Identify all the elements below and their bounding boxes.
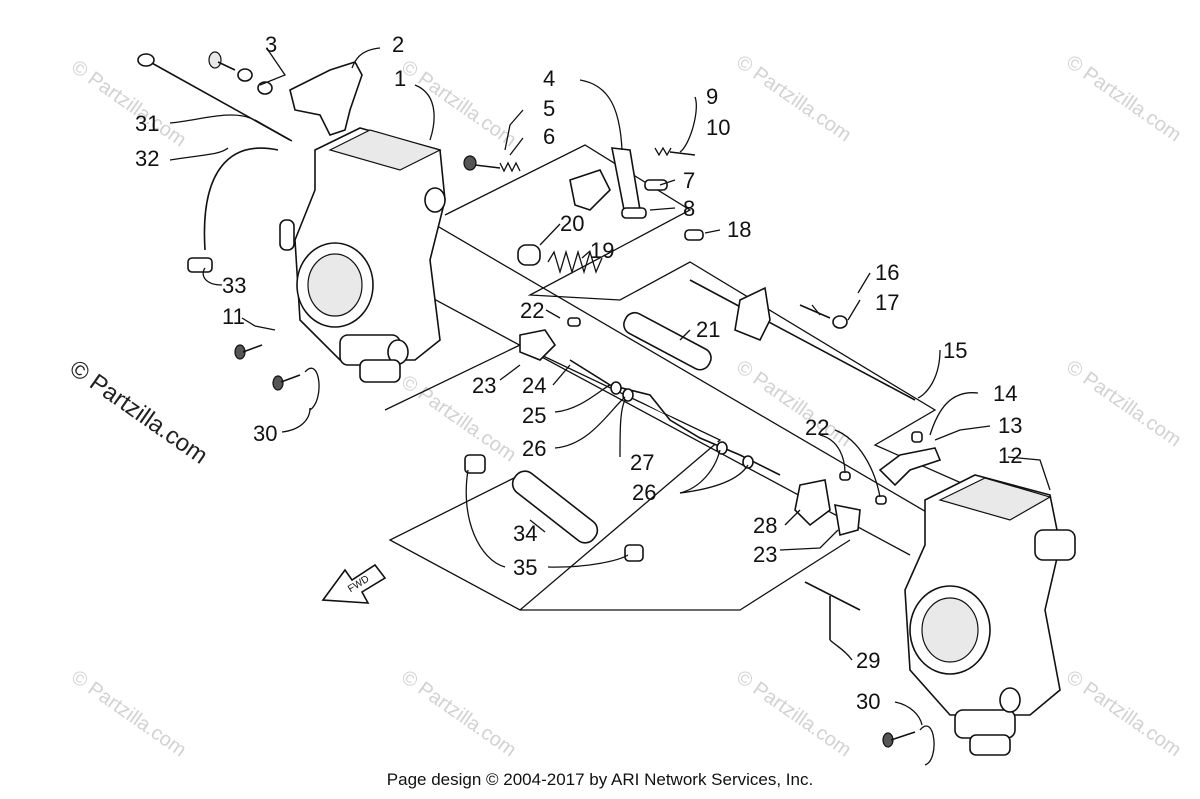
throttle-bracket	[289, 61, 363, 136]
long-screw	[137, 53, 293, 142]
callout-9: 9	[706, 84, 718, 109]
left-carburetor	[279, 127, 446, 383]
hose-with-clamps	[464, 454, 644, 562]
callout-15: 15	[943, 338, 967, 363]
callout-29: 29	[856, 648, 880, 673]
bracket-screw	[911, 431, 923, 443]
watermark: © Partzilla.com	[397, 666, 520, 761]
return-spring	[517, 244, 603, 275]
callout-34: 34	[513, 521, 537, 546]
watermark: © Partzilla.com	[1062, 51, 1185, 146]
callout-8: 8	[683, 196, 695, 221]
callout-labels: 1 2 3 4 5 6 7 8 9 10 11 12 13 14 15 16 1…	[135, 32, 1022, 714]
leader-lines	[169, 47, 1051, 726]
callout-21: 21	[696, 317, 720, 342]
fwd-arrow: FWD	[321, 563, 387, 604]
callout-18: 18	[727, 217, 751, 242]
page-footer: Page design © 2004-2017 by ARI Network S…	[386, 770, 814, 789]
watermark: © Partzilla.com	[67, 56, 190, 151]
mounting-screws	[234, 344, 935, 766]
callout-13: 13	[998, 413, 1022, 438]
callout-26b: 26	[632, 480, 656, 505]
watermark: © Partzilla.com	[397, 371, 520, 466]
callout-26a: 26	[522, 436, 546, 461]
callout-31: 31	[135, 111, 159, 136]
callout-28: 28	[753, 513, 777, 538]
screw-washer-set	[208, 51, 273, 95]
watermark: © Partzilla.com	[397, 56, 520, 151]
watermark: © Partzilla.com	[732, 51, 855, 146]
callout-16: 16	[875, 260, 899, 285]
watermark: © Partzilla.com	[732, 666, 855, 761]
callout-24: 24	[522, 373, 546, 398]
linkage-assembly	[519, 317, 887, 537]
callout-19: 19	[590, 238, 614, 263]
hose-clamp	[187, 257, 213, 273]
assembly-outline	[349, 144, 1001, 611]
callout-7: 7	[683, 168, 695, 193]
sleeve-tube	[623, 311, 712, 371]
callout-27: 27	[630, 450, 654, 475]
cable-bracket	[878, 447, 942, 487]
callout-10: 10	[706, 115, 730, 140]
right-carburetor	[904, 474, 1076, 756]
watermark: © Partzilla.com	[732, 356, 855, 451]
callout-4: 4	[543, 66, 555, 91]
callout-14: 14	[993, 381, 1017, 406]
watermark: © Partzilla.com	[67, 666, 190, 761]
callout-32: 32	[135, 146, 159, 171]
callout-1: 1	[394, 66, 406, 91]
watermark: © Partzilla.com	[1062, 356, 1185, 451]
callout-22a: 22	[520, 298, 544, 323]
callout-5: 5	[543, 96, 555, 121]
watermark: © Partzilla.com	[1062, 666, 1185, 761]
callout-33: 33	[222, 273, 246, 298]
callout-17: 17	[875, 290, 899, 315]
callout-6: 6	[543, 124, 555, 149]
callout-23b: 23	[753, 542, 777, 567]
callout-30a: 30	[253, 421, 277, 446]
callout-23a: 23	[472, 373, 496, 398]
callout-11: 11	[222, 304, 245, 329]
watermark-main: © Partzilla.com	[65, 355, 213, 470]
callout-12: 12	[998, 443, 1022, 468]
callout-2: 2	[392, 32, 404, 57]
callout-22b: 22	[805, 415, 829, 440]
callout-35: 35	[513, 555, 537, 580]
vent-hose	[203, 147, 279, 251]
throttle-shaft	[689, 279, 916, 401]
callout-3: 3	[265, 32, 277, 57]
callout-30b: 30	[856, 689, 880, 714]
choke-parts	[463, 146, 704, 241]
tee-fitting	[804, 581, 861, 640]
callout-25: 25	[522, 403, 546, 428]
callout-20: 20	[560, 211, 584, 236]
